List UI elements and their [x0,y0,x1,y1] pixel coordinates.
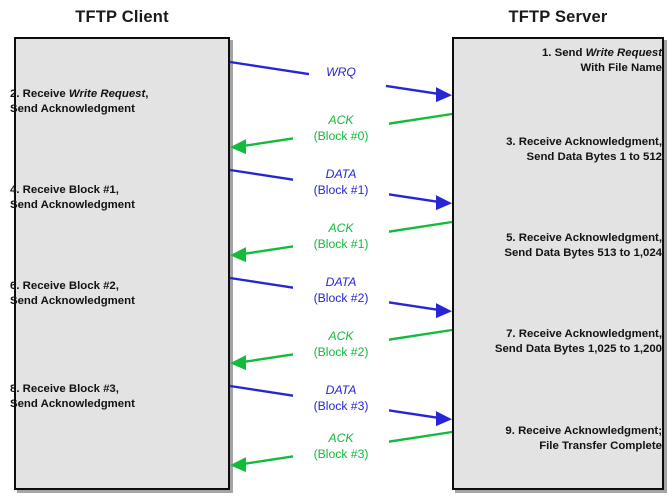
label-backdrop [293,166,389,200]
label-backdrop [293,274,389,308]
label-backdrop [293,112,389,146]
server-title: TFTP Server [508,8,608,26]
arrow-graphic [229,60,452,103]
step-line: Send Acknowledgment [10,198,135,211]
step-line: 3. Receive Acknowledgment, [506,136,662,148]
step-line: 1. Send Write Request [541,47,662,59]
arrowhead [436,303,452,319]
step-line: With File Name [580,61,662,74]
step-line: 4. Receive Block #1, [10,184,119,196]
step-line: Send Data Bytes 513 to 1,024 [504,246,662,259]
step-line: 9. Receive Acknowledgment; [505,425,662,437]
label-backdrop [293,220,389,254]
server-step-8: 8. Receive Block #3, Send Acknowledgment [10,382,135,411]
step-line: Send Acknowledgment [10,102,135,115]
client-step-7: 7. Receive Acknowledgment, Send Data Byte… [495,327,662,356]
message-data-5: DATA(Block #2) [229,268,452,324]
server-step-4: 4. Receive Block #1, Send Acknowledgment [10,183,135,212]
message-ack-4: ACK(Block #1) [230,214,453,270]
step-line: File Transfer Complete [539,439,662,452]
server-step-2: 2. Receive Write Request, Send Acknowledg… [10,87,148,116]
message-data-3: DATA(Block #1) [229,160,452,216]
label-backdrop [293,382,389,416]
step-line: 6. Receive Block #2, [10,280,119,292]
arrowhead [436,87,452,103]
message-ack-6: ACK(Block #2) [230,322,453,378]
arrowhead [230,247,246,263]
label-backdrop [293,328,389,362]
step-line: 5. Receive Acknowledgment, [506,232,662,244]
emphasis-text: Write Request [585,47,662,59]
step-line: 2. Receive Write Request, [10,88,149,100]
emphasis-text: Write Request [68,88,146,100]
step-line: Send Acknowledgment [10,397,135,410]
label-backdrop [309,64,373,84]
step-line: 7. Receive Acknowledgment, [506,328,662,340]
client-title: TFTP Client [75,8,169,26]
arrowhead [230,139,246,155]
message-wrq-1: WRQ [229,52,452,108]
step-line: Send Acknowledgment [10,294,135,307]
step-line: 8. Receive Block #3, [10,383,119,395]
step-line: Send Data Bytes 1,025 to 1,200 [494,342,662,355]
client-step-3: 3. Receive Acknowledgment, Send Data Byte… [506,135,662,164]
arrowhead [230,457,246,473]
message-ack-8: ACK(Block #3) [230,424,453,480]
step-line: Send Data Bytes 1 to 512 [526,150,662,163]
arrowhead [230,355,246,371]
client-box [14,37,230,490]
arrowhead [436,195,452,211]
arrowhead [436,411,452,427]
server-box [452,37,664,490]
client-step-9: 9. Receive Acknowledgment; File Transfer … [505,424,662,453]
label-backdrop [293,430,389,464]
server-step-6: 6. Receive Block #2, Send Acknowledgment [10,279,135,308]
message-ack-2: ACK(Block #0) [230,106,453,162]
client-step-5: 5. Receive Acknowledgment, Send Data Byte… [504,231,662,260]
